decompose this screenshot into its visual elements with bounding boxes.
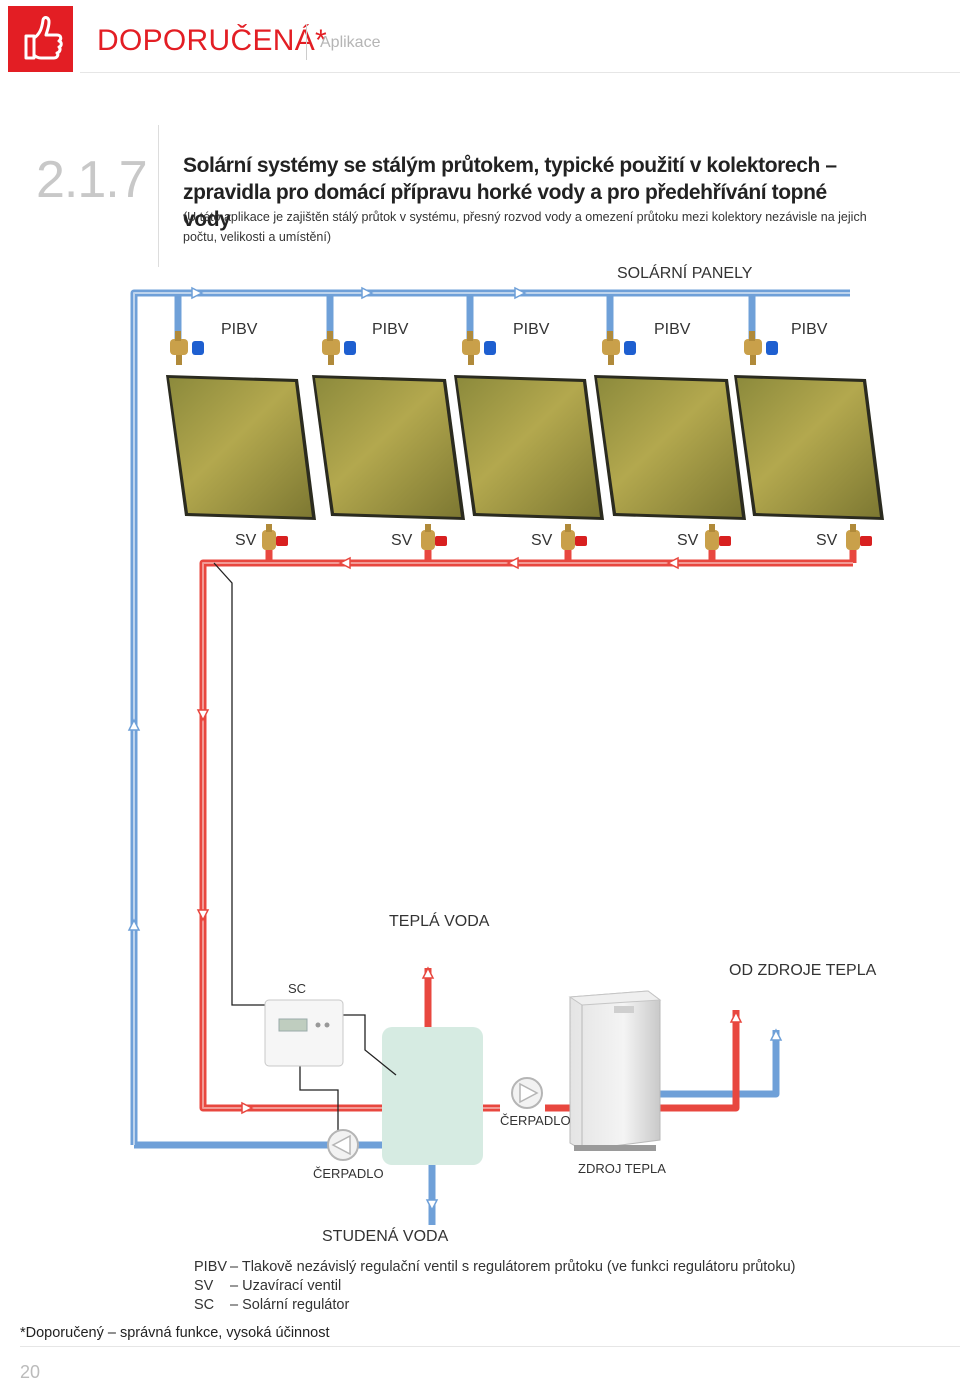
section-subtitle: (U této aplikace je zajištěn stálý průto… [183,210,867,244]
pump-circle-icon [511,1077,543,1109]
solar-controller [264,999,344,1067]
solar-panel [734,375,884,520]
page-number: 20 [20,1362,41,1382]
sv-label: SV [531,532,553,549]
hot-water-label: TEPLÁ VODA [389,913,490,930]
cold-water-label: STUDENÁ VODA [322,1228,449,1245]
controller-label: SC [288,981,307,996]
pibv-label: PIBV [221,321,258,338]
thumbs-up-logo [8,6,73,72]
pump-label: ČERPADLO [313,1166,384,1181]
legend-item: SC – Solární regulátor [194,1297,349,1313]
from-heat-source-label: OD ZDROJE TEPLA [729,962,877,979]
sv-label: SV [235,532,257,549]
legend-text: – Uzavírací ventil [230,1278,342,1294]
sv-label: SV [677,532,699,549]
solar-panels [166,375,884,520]
legend-text: – Solární regulátor [230,1297,350,1313]
section-divider [158,125,159,267]
section-title: Solární systémy se stálým průtokem, typi… [183,154,837,231]
solar-panel [594,375,746,520]
solar-panels-label: SOLÁRNÍ PANELY [617,265,753,282]
legend-item: SV – Uzavírací ventil [194,1278,341,1294]
legend-code: PIBV [194,1259,228,1275]
pibv-label: PIBV [372,321,409,338]
legend-code: SV [194,1278,214,1294]
pibv-label: PIBV [654,321,691,338]
pibv-label: PIBV [791,321,828,338]
legend-item: PIBV– Tlakově nezávislý regulační ventil… [194,1259,796,1275]
pump-label: ČERPADLO [500,1113,571,1128]
sv-label: SV [816,532,838,549]
solar-panel [454,375,604,520]
section-number: 2.1.7 [36,151,148,209]
solar-panel [312,375,465,520]
storage-tank [382,1027,483,1165]
heat-source-unit [568,990,662,1151]
legend-code: SC [194,1297,215,1313]
category-label: Aplikace [320,34,381,51]
solar-panel [166,375,316,520]
header-rule [80,72,960,73]
heat-source-label: ZDROJ TEPLA [578,1161,666,1176]
footer-rule [20,1346,960,1347]
header-divider [306,24,307,60]
sv-label: SV [391,532,413,549]
pibv-valves [170,331,778,365]
legend-text: – Tlakově nezávislý regulační ventil s r… [230,1259,796,1275]
pump-circle-icon [327,1129,359,1161]
brand-title: DOPORUČENÁ* [97,24,327,57]
pibv-label: PIBV [513,321,550,338]
sv-valves [262,524,872,550]
footnote: *Doporučený – správná funkce, vysoká úči… [20,1325,330,1341]
